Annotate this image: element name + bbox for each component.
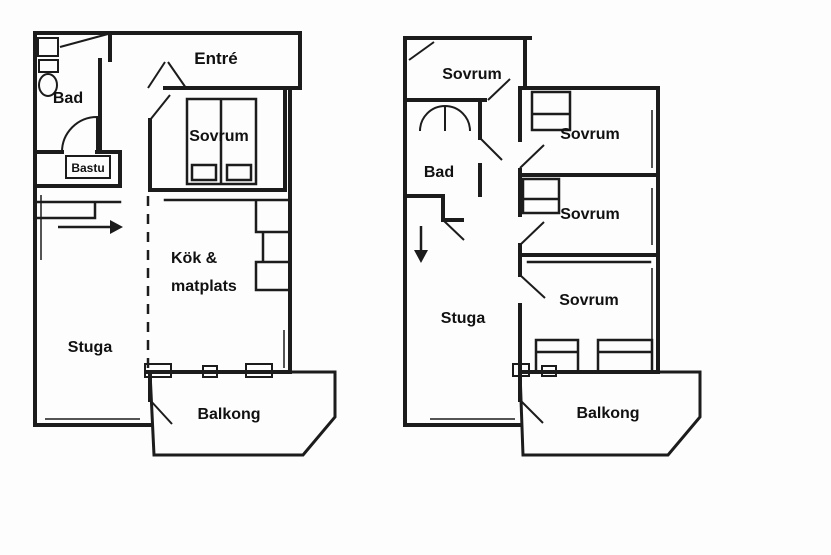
right-plan-balcony-outline [518,370,702,457]
room-label-entre: Entré [194,49,237,68]
toilet-icon [38,73,58,97]
room-label-balkong: Balkong [197,406,260,423]
room-label-balkong-2: Balkong [576,405,639,422]
room-label-stuga-2: Stuga [441,310,486,327]
sink-icon [37,37,59,73]
room-label-kok-line2: matplats [171,278,237,295]
bastu-label-box [65,155,111,179]
room-label-sovrum-2: Sovrum [560,126,620,143]
stair-down-arrow-head-icon [414,250,428,263]
left-plan-door-swing-icons [59,33,187,425]
right-floor-plan: Sovrum Sovrum Bad Sovrum Sovrum Stuga Ba… [403,36,702,457]
room-label-sovrum-4: Sovrum [559,292,619,309]
room-label-bad: Bad [53,90,83,107]
room-label-sovrum-1: Sovrum [442,66,502,83]
left-plan-balcony-outline [148,370,337,457]
room-label-bastu: Bastu [71,161,104,175]
left-plan-bed-icon [185,97,258,186]
room-label-kok-line1: Kök & [171,250,218,267]
right-plan-door-swing-icons [408,41,546,424]
stair-arrow-head-icon [110,220,123,234]
left-plan-stairs-and-counter [33,198,292,292]
room-label-sovrum: Sovrum [189,128,249,145]
left-plan-labels: Entré Bad Bastu Sovrum Kök & matplats St… [53,49,261,423]
left-floor-plan: Entré Bad Bastu Sovrum Kök & matplats St… [33,31,337,457]
right-plan-labels: Sovrum Sovrum Bad Sovrum Sovrum Stuga Ba… [424,66,640,422]
room-label-stuga: Stuga [68,339,113,356]
left-plan-windows [40,195,285,420]
right-plan-windows [430,110,653,420]
room-label-sovrum-3: Sovrum [560,206,620,223]
room-label-bad-2: Bad [424,164,454,181]
